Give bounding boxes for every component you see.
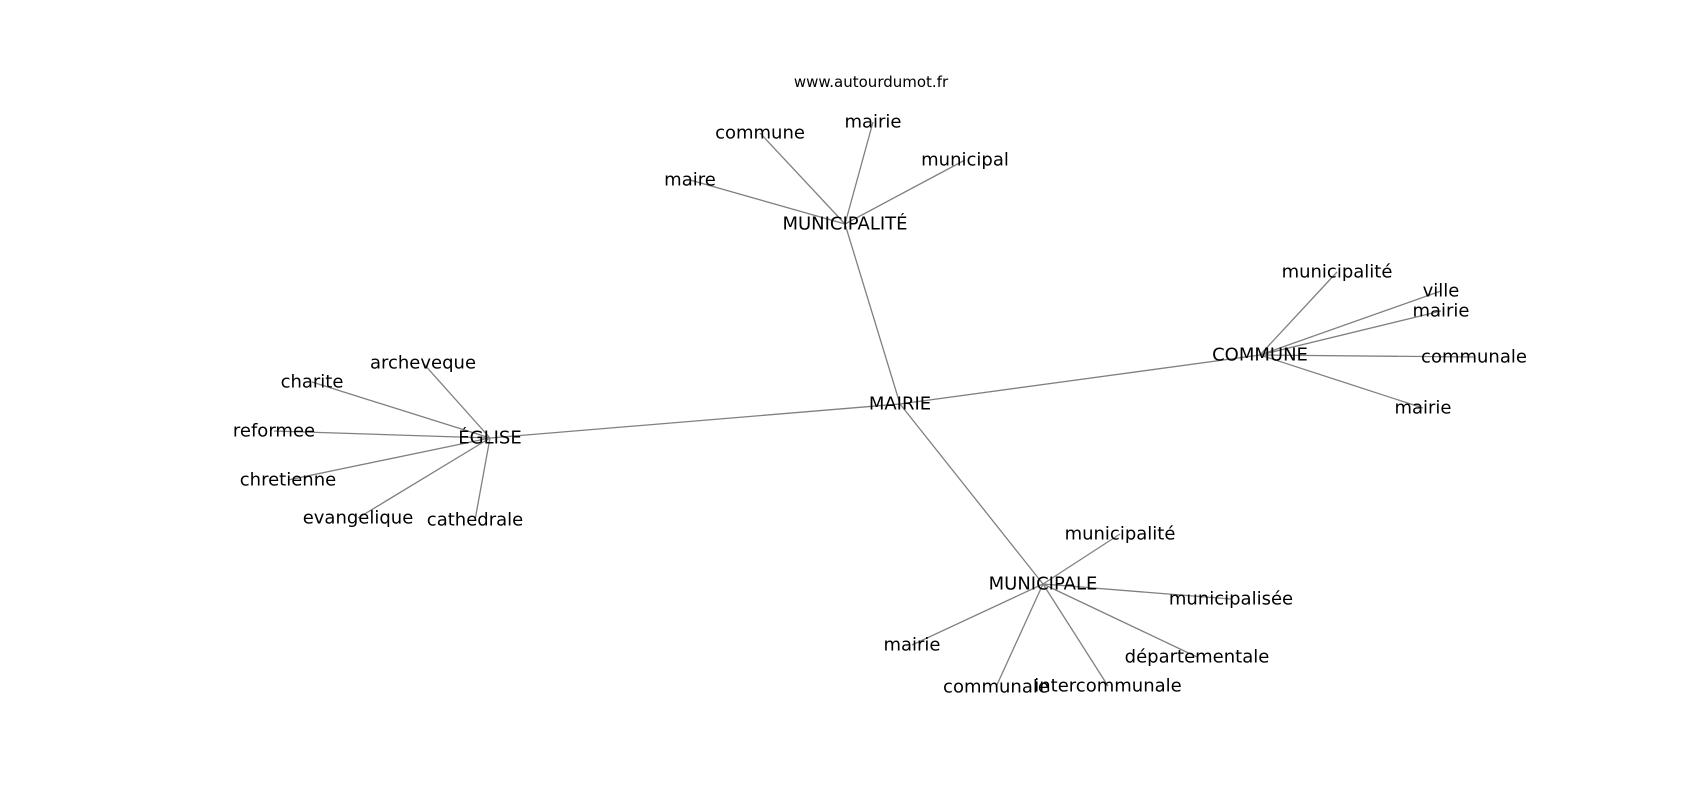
edge-municipalite-hub-to-m-mairie <box>844 121 874 225</box>
node-e-cathedrale: cathedrale <box>427 510 523 531</box>
node-m-mairie: mairie <box>844 112 901 133</box>
node-municipale-hub: MUNICIPALE <box>989 574 1098 595</box>
edge-mairie-center-to-municipalite-hub <box>844 223 901 405</box>
node-c-mairie1: mairie <box>1412 301 1469 322</box>
edge-eglise-hub-to-e-cathedrale <box>474 437 491 521</box>
node-c-mairie2: mairie <box>1394 398 1451 419</box>
edge-municipale-hub-to-p-communale <box>995 583 1044 688</box>
edge-commune-hub-to-c-ville <box>1259 290 1442 356</box>
edge-municipale-hub-to-p-municipalisee <box>1042 583 1232 600</box>
edge-eglise-hub-to-e-reformee <box>273 430 491 439</box>
edges-layer <box>273 121 1475 688</box>
edge-commune-hub-to-c-municipalite <box>1259 271 1338 356</box>
edge-eglise-hub-to-e-charite <box>311 381 491 439</box>
edge-commune-hub-to-c-mairie2 <box>1259 354 1424 409</box>
edge-municipale-hub-to-p-municipalite <box>1042 533 1121 585</box>
node-m-municipal: municipal <box>921 150 1009 171</box>
edge-mairie-center-to-commune-hub <box>899 354 1261 405</box>
node-p-mairie: mairie <box>883 635 940 656</box>
node-mairie-center: MAIRIE <box>869 394 931 415</box>
edge-commune-hub-to-c-mairie1 <box>1259 310 1442 356</box>
edge-municipalite-hub-to-m-municipal <box>844 159 966 225</box>
node-m-maire: maire <box>664 170 716 191</box>
node-commune-hub: COMMUNE <box>1212 345 1308 366</box>
edge-eglise-hub-to-e-chretienne <box>287 437 491 481</box>
edge-municipalite-hub-to-m-commune <box>759 132 846 225</box>
edge-municipale-hub-to-p-mairie <box>911 583 1044 646</box>
edge-commune-hub-to-c-communale <box>1259 354 1475 358</box>
edge-eglise-hub-to-e-archeveque <box>422 362 491 439</box>
edge-municipalite-hub-to-m-maire <box>689 179 846 225</box>
node-e-archeveque: archeveque <box>370 353 476 374</box>
node-c-municipalite: municipalité <box>1282 262 1393 283</box>
node-p-departementale: départementale <box>1125 647 1270 668</box>
node-m-commune: commune <box>715 123 805 144</box>
node-e-chretienne: chretienne <box>240 470 336 491</box>
node-p-municipalite: municipalité <box>1065 524 1176 545</box>
node-c-ville: ville <box>1423 281 1460 302</box>
edge-mairie-center-to-municipale-hub <box>899 403 1044 585</box>
source-caption: www.autourdumot.fr <box>793 73 949 91</box>
node-e-charite: charite <box>281 372 344 393</box>
node-eglise-hub: ÉGLISE <box>458 427 521 449</box>
node-e-evangelique: evangelique <box>303 508 414 529</box>
node-p-communale: communale <box>943 677 1049 698</box>
edge-municipale-hub-to-p-intercommunale <box>1042 583 1109 687</box>
labels-layer: MAIRIE MUNICIPALITÉ COMMUNE ÉGLISE MUNICIPAL… <box>233 112 1527 698</box>
node-p-municipalisee: municipalisée <box>1169 589 1293 610</box>
node-municipalite-hub: MUNICIPALITÉ <box>782 213 907 235</box>
node-c-communale: communale <box>1421 347 1527 368</box>
node-p-intercommunale: intercommunale <box>1034 676 1181 697</box>
edge-municipale-hub-to-p-departementale <box>1042 583 1198 658</box>
node-e-reformee: reformee <box>233 421 315 442</box>
edge-eglise-hub-to-e-evangelique <box>357 437 491 519</box>
edge-mairie-center-to-eglise-hub <box>489 403 901 439</box>
